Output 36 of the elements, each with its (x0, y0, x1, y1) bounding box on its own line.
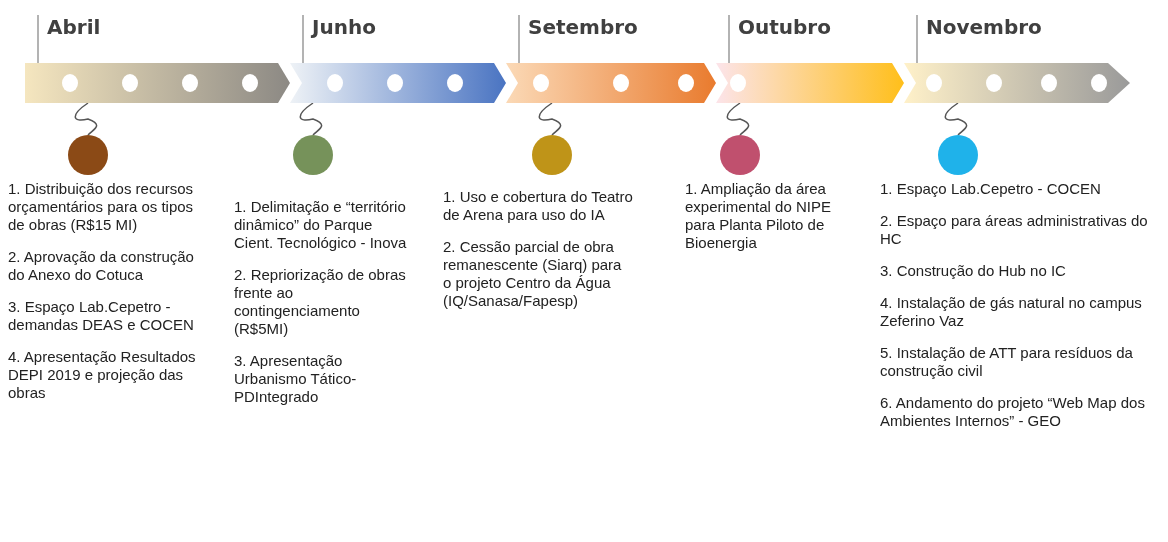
timeline-month (290, 15, 506, 103)
timeline-month (506, 15, 716, 103)
item-text: 1. Delimitação e “território dinâmico” do Parque Cient. Tecnológico - Inova (234, 198, 408, 252)
item-text: 3. Apresentação Urbanismo Tático-PDIntegrado (234, 352, 358, 406)
item-text: 4. Instalação de gás natural no campus Zeferino Vaz (880, 294, 1143, 330)
month-label: Outubro (738, 15, 831, 39)
item-text: 5. Instalação de ATT para resíduos da construção civil (880, 344, 1134, 380)
connector-line (74, 102, 98, 136)
month-label: Setembro (528, 15, 638, 39)
timeline-month (25, 15, 290, 103)
item-text: 6. Andamento do projeto “Web Map dos Ambientes Internos” - GEO (880, 394, 1146, 430)
month-label: Junho (312, 15, 376, 39)
timeline-month (904, 15, 1130, 103)
month-label: Abril (47, 15, 101, 39)
connector-line (299, 102, 323, 136)
item-text: 1. Espaço Lab.Cepetro - COCEN (880, 180, 1102, 198)
item-text: 2. Aprovação da construção do Anexo do Cotuca (8, 248, 195, 284)
month-label: Novembro (926, 15, 1042, 39)
item-text: 3. Espaço Lab.Cepetro - demandas DEAS e COCEN (8, 298, 195, 334)
item-text: 3. Construção do Hub no IC (880, 262, 1067, 280)
connector-line (726, 102, 750, 136)
milestone-circle (720, 135, 760, 175)
item-text: 2. Espaço para áreas administrativas do HC (880, 212, 1149, 248)
connector-line (944, 102, 968, 136)
item-text: 4. Apresentação Resultados DEPI 2019 e projeção das obras (8, 348, 197, 402)
item-text: 1. Uso e cobertura do Teatro de Arena para uso do IA (443, 188, 633, 224)
connector-line (538, 102, 562, 136)
milestone-circle (68, 135, 108, 175)
milestone-circle (938, 135, 978, 175)
milestone-circle (293, 135, 333, 175)
item-text: 2. Cessão parcial de obra remanescente (Siarq) para o projeto Centro da Água (IQ/Sanasa/Fapesp) (443, 238, 623, 310)
milestone-circle (532, 135, 572, 175)
timeline-month (716, 15, 904, 103)
item-text: 1. Distribuição dos recursos orçamentários para os tipos de obras (R$15 MI) (8, 180, 195, 234)
item-text: 2. Repriorização de obras frente ao contingenciamento (R$5MI) (234, 266, 407, 338)
item-text: 1. Ampliação da área experimental do NIPE para Planta Piloto de Bioenergia (685, 180, 832, 252)
